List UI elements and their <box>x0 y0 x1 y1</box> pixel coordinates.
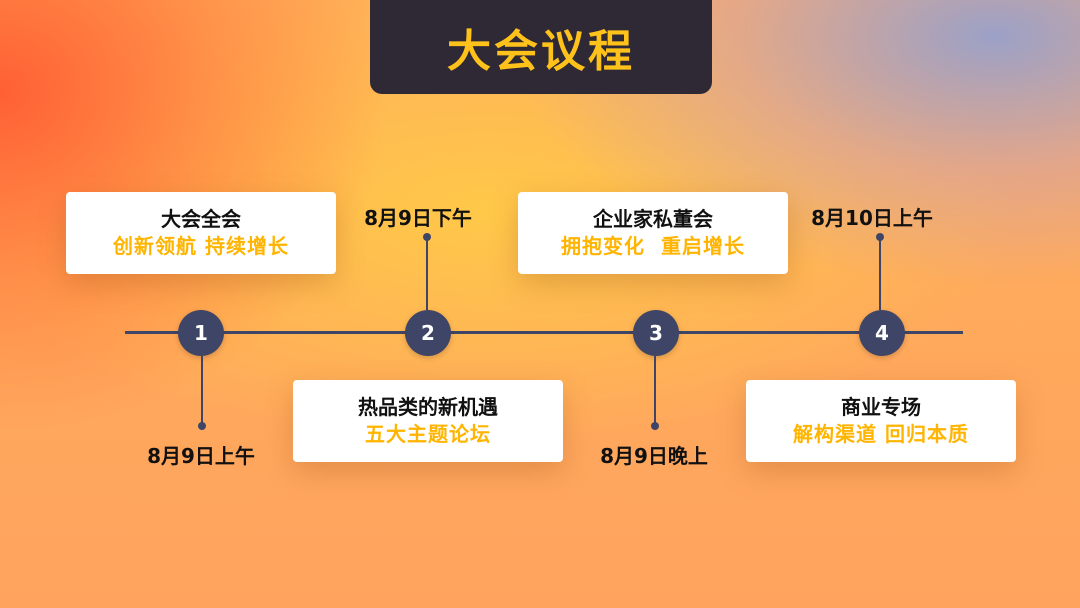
event-title: 企业家私董会 <box>593 207 713 231</box>
event-time-4: 8月10日上午 <box>811 206 933 230</box>
timeline-node-4: 4 <box>859 310 905 356</box>
page-title: 大会议程 <box>447 26 635 77</box>
event-time-1: 8月9日上午 <box>147 444 255 468</box>
event-subtitle: 创新领航 持续增长 <box>113 234 289 258</box>
connector-dot-3 <box>651 422 659 430</box>
event-subtitle: 解构渠道 回归本质 <box>793 422 969 446</box>
connector-4 <box>879 237 881 310</box>
event-time-2: 8月9日下午 <box>364 206 472 230</box>
connector-1 <box>201 356 203 424</box>
event-time-3: 8月9日晚上 <box>600 444 708 468</box>
event-card-2: 热品类的新机遇 五大主题论坛 <box>293 380 563 462</box>
event-title: 大会全会 <box>161 207 241 231</box>
event-card-1: 大会全会 创新领航 持续增长 <box>66 192 336 274</box>
timeline-node-2: 2 <box>405 310 451 356</box>
title-banner: 大会议程 <box>370 0 712 94</box>
event-title: 商业专场 <box>841 395 921 419</box>
connector-dot-1 <box>198 422 206 430</box>
connector-2 <box>426 237 428 310</box>
event-subtitle: 五大主题论坛 <box>365 422 491 446</box>
timeline-axis <box>125 331 963 334</box>
timeline-node-3: 3 <box>633 310 679 356</box>
event-subtitle: 拥抱变化 重启增长 <box>561 234 745 258</box>
event-title: 热品类的新机遇 <box>358 395 498 419</box>
event-card-4: 商业专场 解构渠道 回归本质 <box>746 380 1016 462</box>
timeline-node-1: 1 <box>178 310 224 356</box>
connector-3 <box>654 356 656 424</box>
event-card-3: 企业家私董会 拥抱变化 重启增长 <box>518 192 788 274</box>
